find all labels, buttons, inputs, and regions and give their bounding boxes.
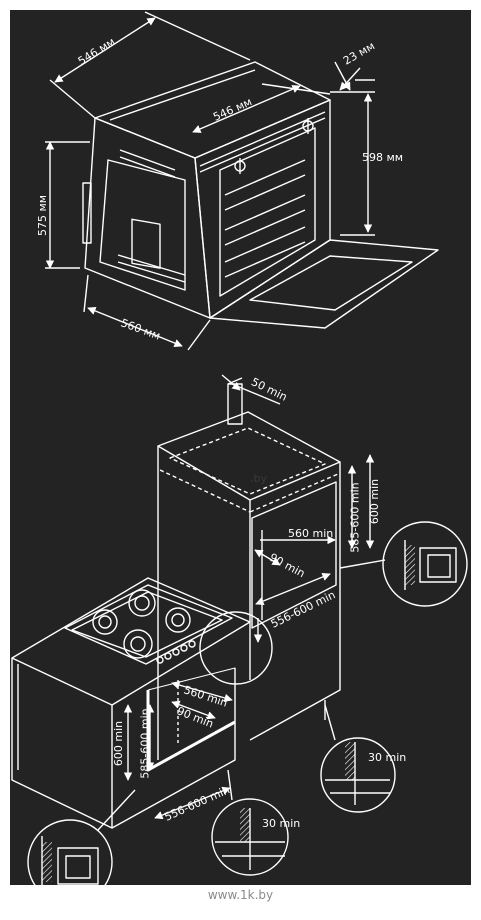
tall-column	[157, 377, 341, 760]
diagram-panel: 546 мм 546 мм 23 мм 598 мм 575 мм 560 мм…	[10, 10, 471, 885]
column-niche-height-range-label: 585-600 min	[348, 482, 362, 553]
detail-callouts	[27, 521, 468, 885]
installation-diagram	[11, 11, 468, 885]
faint-watermark: .by	[250, 472, 267, 485]
column-niche-height-label: 600 min	[368, 478, 382, 525]
oven-height-front-label: 598 мм	[362, 151, 404, 164]
counter-side-gap-bottom-label: 30 min	[262, 817, 301, 830]
counter-side-gap-right-label: 30 min	[368, 751, 407, 764]
detail-right-gap	[325, 742, 390, 805]
detail-bottom-gap	[215, 808, 285, 870]
oven-height-side-label: 575 мм	[36, 194, 50, 237]
oven-body	[82, 61, 439, 329]
counter-niche-height-range-label: 585-600 min	[138, 708, 152, 779]
column-niche-width-label: 560 min	[288, 527, 334, 540]
install-dimension-lines	[123, 374, 375, 820]
oven-dimension-lines	[45, 11, 375, 351]
detail-right-niche	[404, 540, 457, 590]
watermark: www.1k.by	[207, 888, 274, 902]
detail-left-niche	[41, 836, 99, 885]
counter-niche-height-label: 600 min	[112, 720, 126, 767]
